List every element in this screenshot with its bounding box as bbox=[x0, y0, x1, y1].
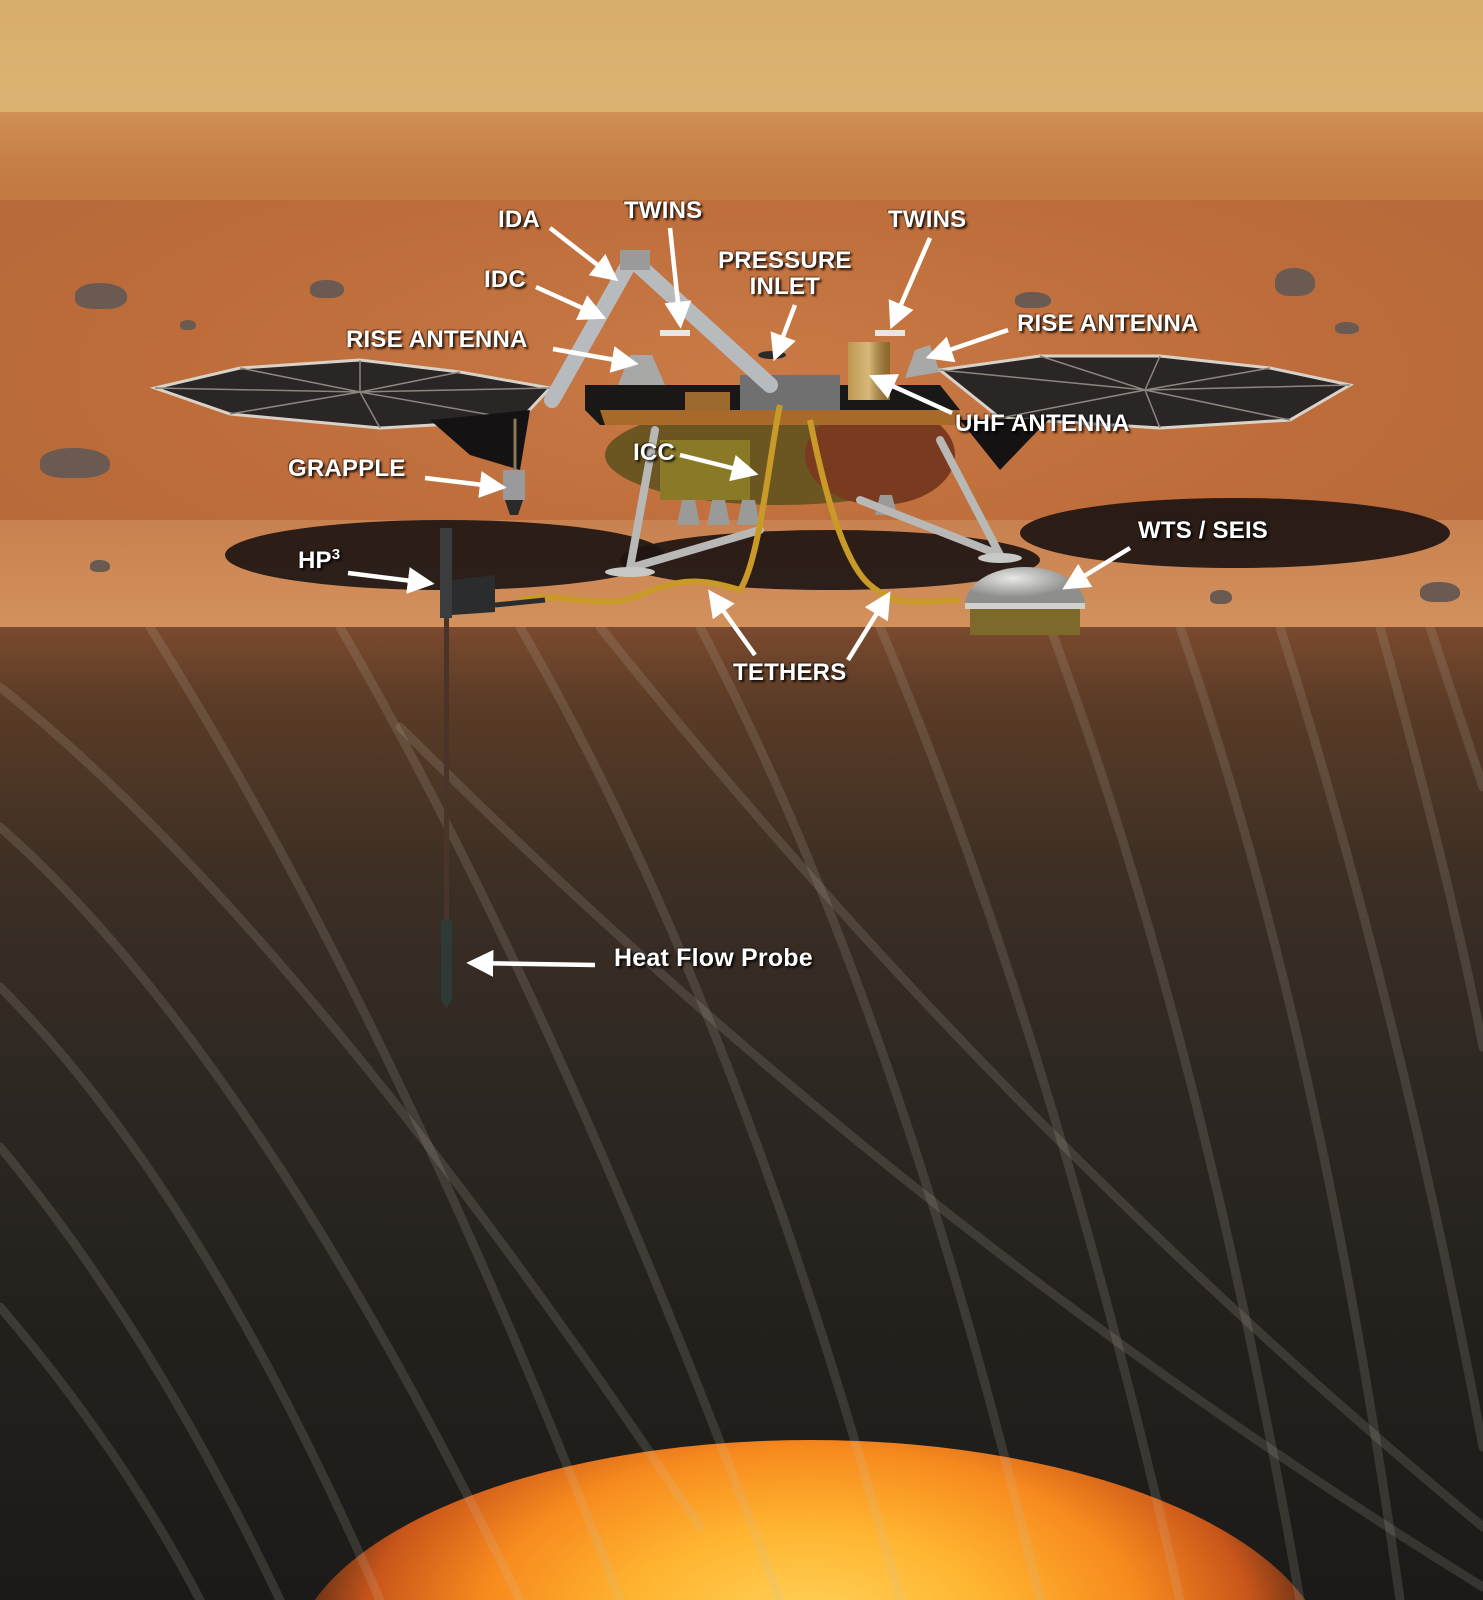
solar-panel-right bbox=[936, 354, 1355, 470]
label-rise-antenna-left: RISE ANTENNA bbox=[346, 326, 528, 353]
label-rise-antenna-right: RISE ANTENNA bbox=[1017, 310, 1199, 337]
lander-body bbox=[585, 330, 1022, 577]
label-pressure-inlet: PRESSURE INLET bbox=[718, 247, 852, 301]
label-hp3: HP3 bbox=[298, 546, 341, 574]
label-hp3-base: HP bbox=[298, 547, 332, 574]
rock bbox=[75, 283, 127, 309]
label-icc: ICC bbox=[633, 439, 675, 466]
robotic-arm bbox=[503, 250, 778, 515]
rock bbox=[1015, 292, 1051, 308]
label-pressure-inlet-line2: INLET bbox=[749, 273, 820, 301]
rock bbox=[310, 280, 344, 298]
label-grapple: GRAPPLE bbox=[288, 455, 406, 482]
label-uhf-antenna: UHF ANTENNA bbox=[955, 410, 1130, 437]
label-hp3-superscript: 3 bbox=[331, 546, 341, 563]
tethers bbox=[519, 404, 961, 605]
label-wts-seis: WTS / SEIS bbox=[1138, 517, 1269, 544]
wts-seis bbox=[965, 567, 1085, 635]
rock bbox=[1420, 582, 1460, 602]
rock bbox=[1335, 322, 1359, 334]
subsurface-cutaway bbox=[0, 627, 1483, 1600]
label-twins-left: TWINS bbox=[624, 197, 703, 224]
rock bbox=[90, 560, 110, 572]
hp3-instrument bbox=[440, 528, 546, 1008]
solar-panel-left bbox=[149, 358, 553, 470]
rock bbox=[180, 320, 196, 330]
label-heat-flow-probe: Heat Flow Probe bbox=[614, 944, 813, 972]
label-tethers: TETHERS bbox=[733, 659, 847, 686]
label-ida: IDA bbox=[498, 206, 540, 233]
label-idc: IDC bbox=[484, 266, 526, 293]
seismic-wave-streaks bbox=[0, 627, 1483, 1600]
rock bbox=[1210, 590, 1232, 604]
rock bbox=[1275, 268, 1315, 296]
rock bbox=[40, 448, 110, 478]
label-twins-right: TWINS bbox=[888, 206, 967, 233]
label-pressure-inlet-line1: PRESSURE bbox=[718, 247, 852, 274]
